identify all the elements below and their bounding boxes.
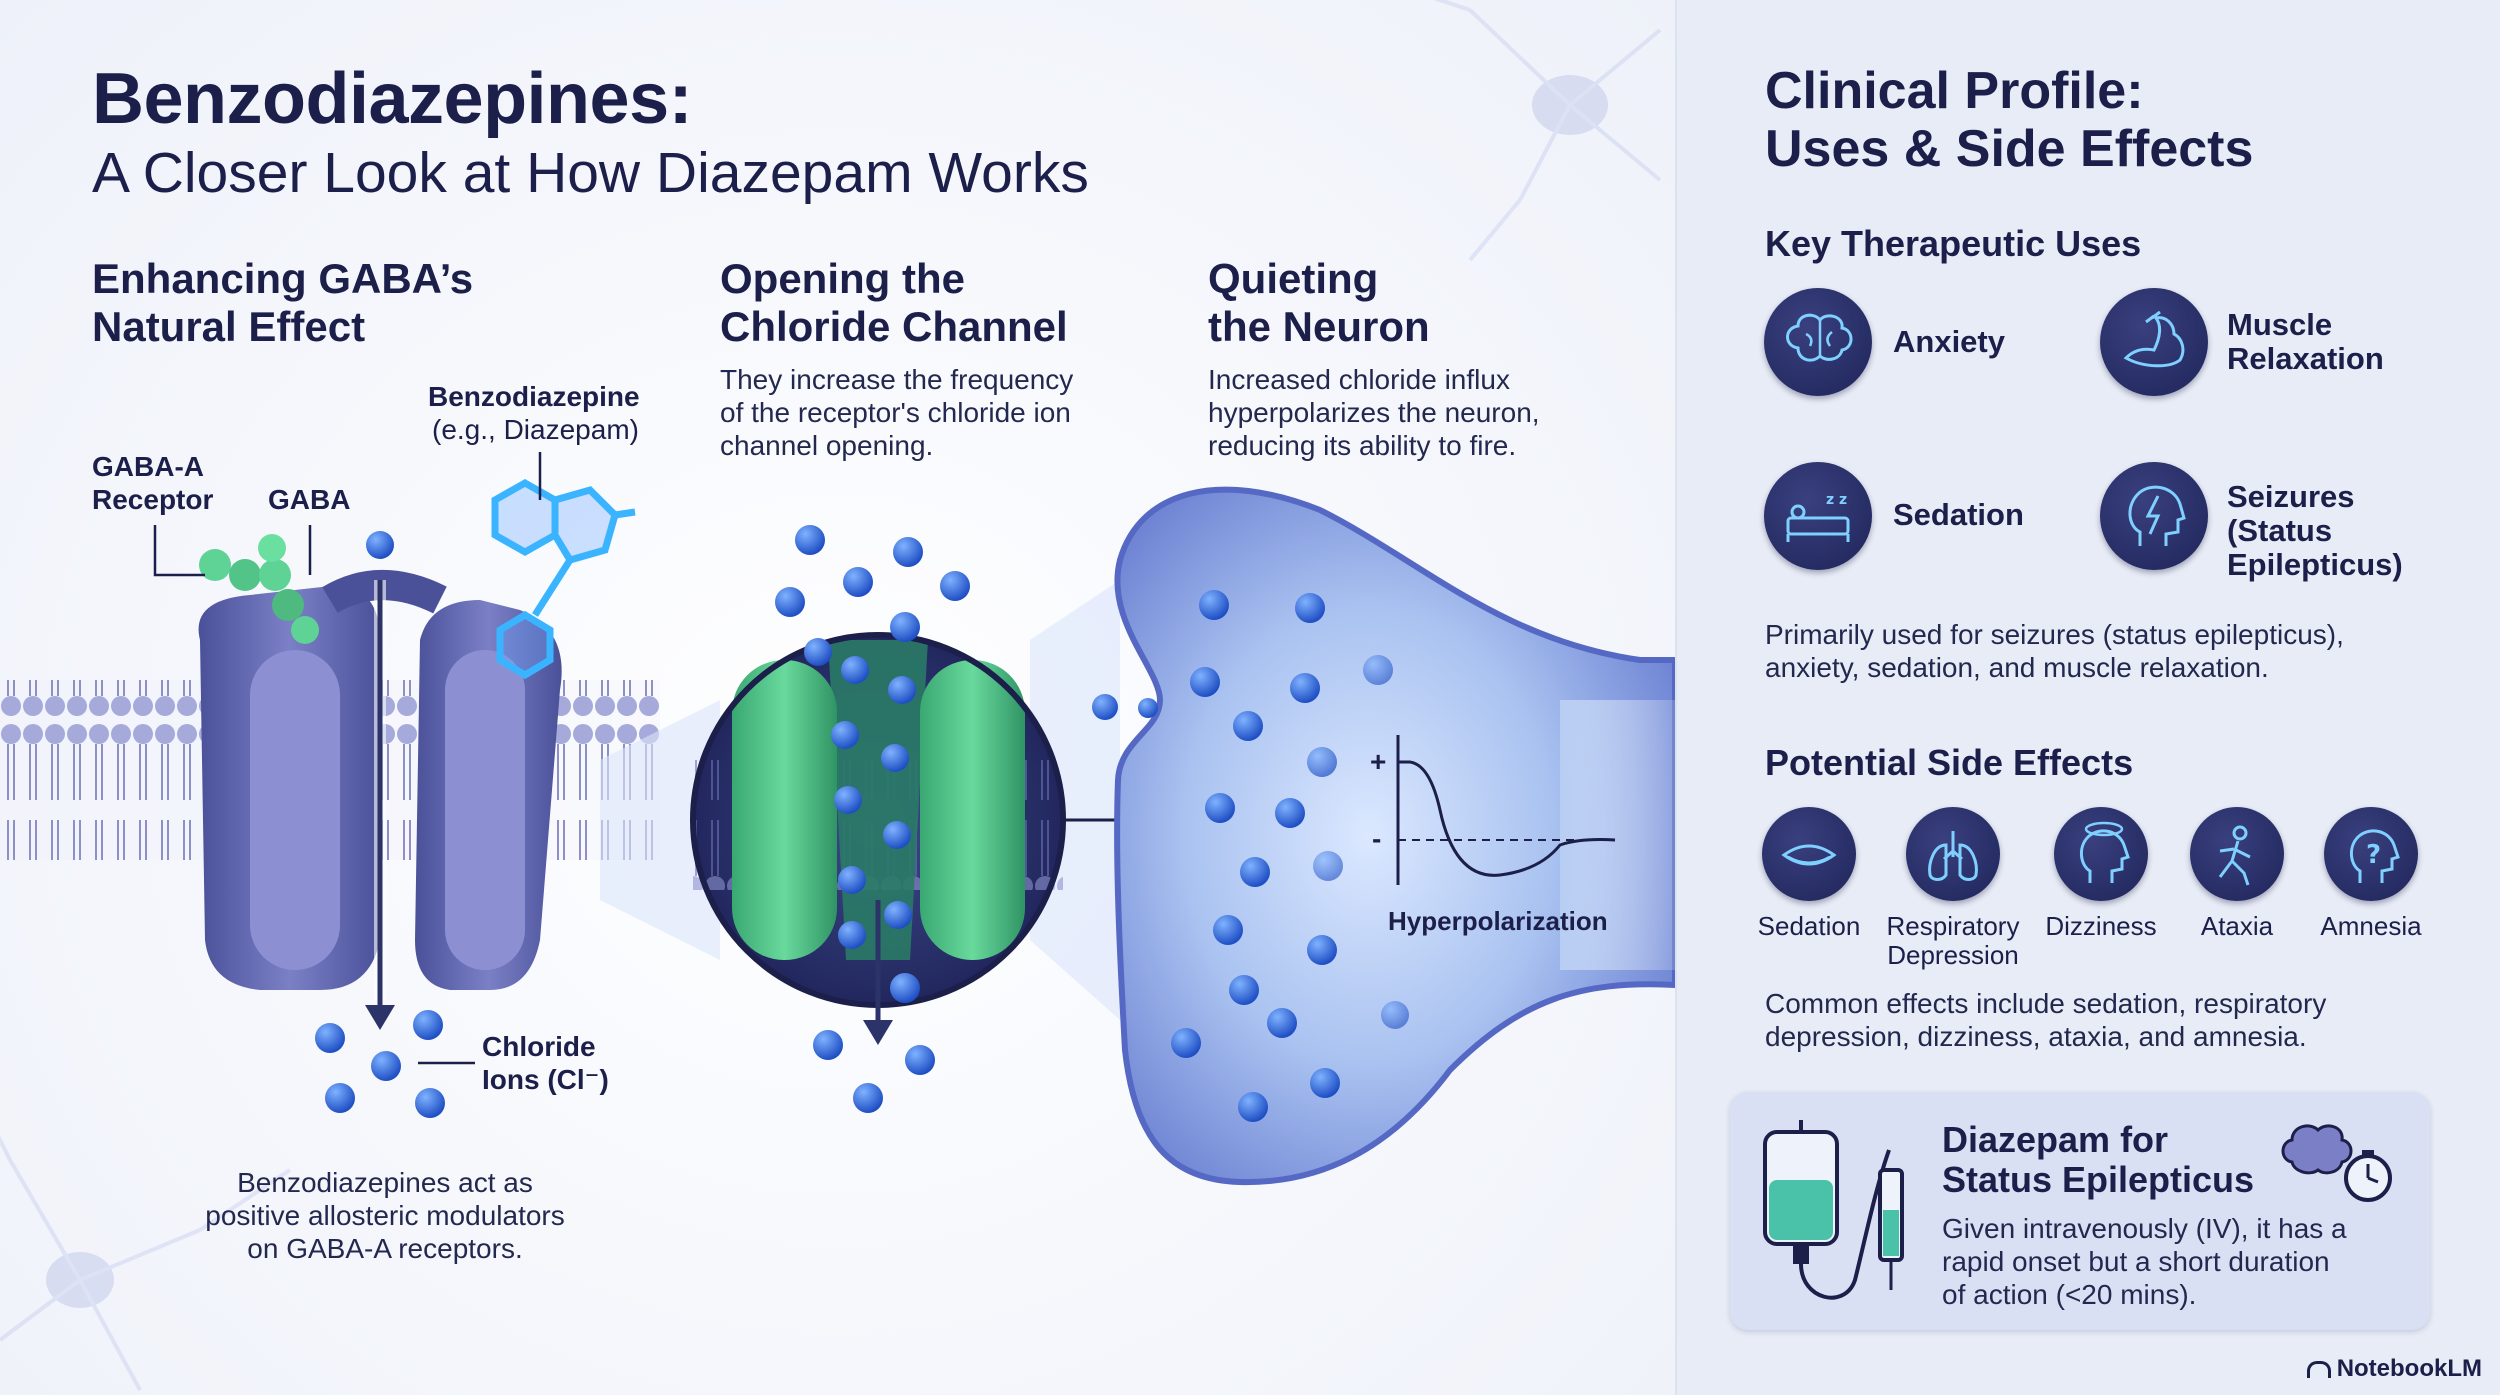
svg-text:?: ?: [2366, 840, 2381, 870]
brain-icon: [1764, 288, 1872, 396]
gaba-molecule: [199, 534, 319, 644]
iv-bag-icon: [1763, 1120, 1904, 1300]
stumbling-person-icon: [2190, 807, 2284, 901]
brand-text: NotebookLM: [2336, 1355, 2482, 1382]
step-2-text: They increase the frequency of the recep…: [720, 364, 1074, 461]
use-label-seizures: Seizures (Status Epilepticus): [2227, 479, 2403, 582]
closed-eye-icon: [1762, 807, 1856, 901]
background-neuron-bottom: [0, 1135, 292, 1391]
chloride-ions-label: Chloride Ions (Cl⁻): [482, 1031, 609, 1095]
sleeping-bed-icon: z z: [1764, 462, 1872, 570]
muscle-icon: [2100, 288, 2208, 396]
side-label-dizziness: Dizziness: [2045, 911, 2157, 941]
svg-text:z z: z z: [1826, 492, 1847, 508]
side-effects-heading: Potential Side Effects: [1765, 742, 2134, 783]
uses-heading: Key Therapeutic Uses: [1765, 223, 2142, 264]
head-lightning-icon: [2100, 462, 2208, 570]
notebooklm-brand: NotebookLM: [2306, 1355, 2482, 1383]
hyperpolarization-label: Hyperpolarization: [1388, 906, 1608, 936]
card-text: Given intravenously (IV), it has a rapid…: [1942, 1213, 2347, 1310]
chloride-ions-left: [315, 531, 445, 1118]
gaba-label: GABA: [268, 484, 351, 515]
brain-stopwatch-icon: [2281, 1124, 2392, 1202]
benzodiazepine-molecule: [491, 478, 636, 680]
hyperpolarization-graph: [1396, 735, 1616, 885]
uses-summary: Primarily used for seizures (status epil…: [1765, 619, 2344, 683]
page-subtitle: A Closer Look at How Diazepam Works: [92, 141, 1089, 205]
graph-plus-label: +: [1370, 746, 1387, 777]
gaba-a-receptor: [198, 570, 562, 990]
gaba-a-receptor-label: GABA-A Receptor: [92, 451, 214, 515]
use-label-sedation: Sedation: [1893, 497, 2024, 532]
background-neuron-top: [1433, 0, 1662, 262]
mechanism-diagram: [0, 0, 1675, 1391]
notebooklm-logo-icon: [2306, 1361, 2331, 1379]
page-title: Benzodiazepines:: [92, 59, 693, 139]
side-label-ataxia: Ataxia: [2200, 911, 2274, 941]
step-3-text: Increased chloride influx hyperpolarizes…: [1208, 364, 1540, 461]
side-label-sedation: Sedation: [1757, 911, 1861, 941]
lungs-icon: [1906, 807, 2000, 901]
graph-minus-label: -: [1372, 823, 1382, 854]
question-head-icon: ?: [2324, 807, 2418, 901]
card-title: Diazepam for Status Epilepticus: [1942, 1119, 2255, 1200]
side-label-amnesia: Amnesia: [2320, 911, 2422, 941]
chloride-channel-zoom: [690, 632, 1066, 1045]
neuron-cell-body: [1114, 486, 1675, 1186]
step-1-heading: Enhancing GABA’s Natural Effect: [92, 255, 474, 350]
use-label-muscle-relaxation: Muscle Relaxation: [2227, 307, 2384, 376]
mechanism-panel: Benzodiazepines: A Closer Look at How Di…: [0, 0, 1675, 1395]
dizzy-head-icon: [2054, 807, 2148, 901]
step-3-heading: Quieting the Neuron: [1208, 255, 1430, 350]
use-label-anxiety: Anxiety: [1893, 324, 2005, 359]
mechanism-caption: Benzodiazepines act as positive alloster…: [205, 1167, 565, 1264]
receptor-pointer-line: [153, 525, 205, 577]
benzodiazepine-example-label: (e.g., Diazepam): [432, 414, 639, 445]
clinical-title: Clinical Profile: Uses & Side Effects: [1765, 62, 2254, 178]
side-effects-summary: Common effects include sedation, respira…: [1765, 988, 2327, 1052]
chloride-ions-channel: [775, 525, 970, 1113]
benzodiazepine-label: Benzodiazepine: [428, 381, 640, 412]
step-2-heading: Opening the Chloride Channel: [720, 255, 1068, 350]
side-label-respiratory-depression: Respiratory Depression: [1886, 911, 2020, 970]
chloride-ions-neuron: [1092, 590, 1409, 1122]
